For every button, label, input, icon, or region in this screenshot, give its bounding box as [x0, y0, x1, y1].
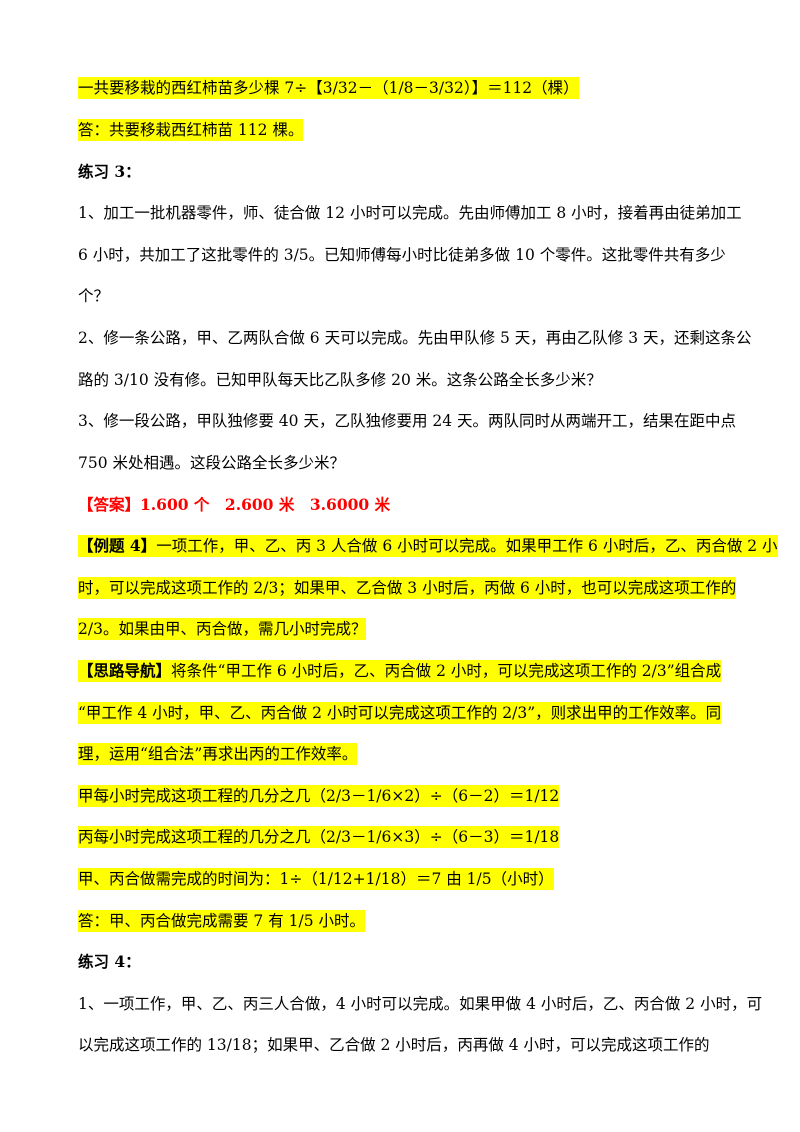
solution-step-1: 甲每小时完成这项工程的几分之几（2/3－1/6×2）÷（6－2）＝1/12: [78, 785, 560, 807]
hint-line-1: 【思路导航】将条件“甲工作 6 小时后，乙、丙合做 2 小时，可以完成这项工作的…: [78, 660, 722, 682]
solution-step-2: 丙每小时完成这项工程的几分之几（2/3－1/6×3）÷（6－3）＝1/18: [78, 826, 560, 848]
hint-line-3: 理，运用“组合法”再求出丙的工作效率。: [78, 743, 358, 765]
hint-label: 【思路导航】: [78, 661, 172, 680]
text-line-1: 一共要移栽的西红柿苗多少棵 7÷【3/32－（1/8－3/32）】＝112（棵）: [78, 77, 579, 99]
example-4-line-3: 2/3。如果由甲、丙合做，需几小时完成？: [78, 618, 367, 640]
practice-3-q2-line-2: 路的 3/10 没有修。已知甲队每天比乙队多修 20 米。这条公路全长多少米？: [78, 371, 602, 389]
example-4-line-1: 【例题 4】一项工作，甲、乙、丙 3 人合做 6 小时可以完成。如果甲工作 6 …: [78, 535, 778, 557]
practice-3-q3-line-2: 750 米处相遇。这段公路全长多少米？: [78, 454, 346, 472]
practice-3-q1-line-3: 个？: [78, 287, 110, 305]
answer-key: 【答案】1.600 个 2.600 米 3.6000 米: [78, 495, 391, 514]
practice-3-q1-line-2: 6 小时，共加工了这批零件的 3/5。已知师傅每小时比徒弟多做 10 个零件。这…: [78, 246, 726, 264]
section-heading-practice-4: 练习 4：: [78, 952, 141, 971]
hint-text: 将条件“甲工作 6 小时后，乙、丙合做 2 小时，可以完成这项工作的 2/3”组…: [171, 662, 722, 680]
hint-line-2: “甲工作 4 小时，甲、乙、丙合做 2 小时可以完成这项工作的 2/3”，则求出…: [78, 702, 722, 724]
answer-line-2: 答：甲、丙合做完成需要 7 有 1/5 小时。: [78, 910, 366, 932]
practice-4-q1-line-1: 1、一项工作，甲、乙、丙三人合做，4 小时可以完成。如果甲做 4 小时后，乙、丙…: [78, 995, 763, 1013]
practice-4-q1-line-2: 以完成这项工作的 13/18；如果甲、乙合做 2 小时后，丙再做 4 小时，可以…: [78, 1036, 710, 1054]
practice-3-q2-line-1: 2、修一条公路，甲、乙两队合做 6 天可以完成。先由甲队修 5 天，再由乙队修 …: [78, 329, 752, 347]
answer-line-1: 答：共要移栽西红柿苗 112 棵。: [78, 119, 304, 141]
practice-3-q1-line-1: 1、加工一批机器零件，师、徒合做 12 小时可以完成。先由师傅加工 8 小时，接…: [78, 204, 742, 222]
example-4-line-2: 时，可以完成这项工作的 2/3；如果甲、乙合做 3 小时后，丙做 6 小时，也可…: [78, 577, 737, 599]
section-heading-practice-3: 练习 3：: [78, 162, 141, 181]
practice-3-q3-line-1: 3、修一段公路，甲队独修要 40 天，乙队独修要用 24 天。两队同时从两端开工…: [78, 412, 737, 430]
example-4-text: 一项工作，甲、乙、丙 3 人合做 6 小时可以完成。如果甲工作 6 小时后，乙、…: [156, 537, 778, 555]
solution-step-3: 甲、丙合做需完成的时间为：1÷（1/12+1/18）＝7 由 1/5（小时）: [78, 868, 554, 890]
example-4-label: 【例题 4】: [78, 536, 157, 555]
